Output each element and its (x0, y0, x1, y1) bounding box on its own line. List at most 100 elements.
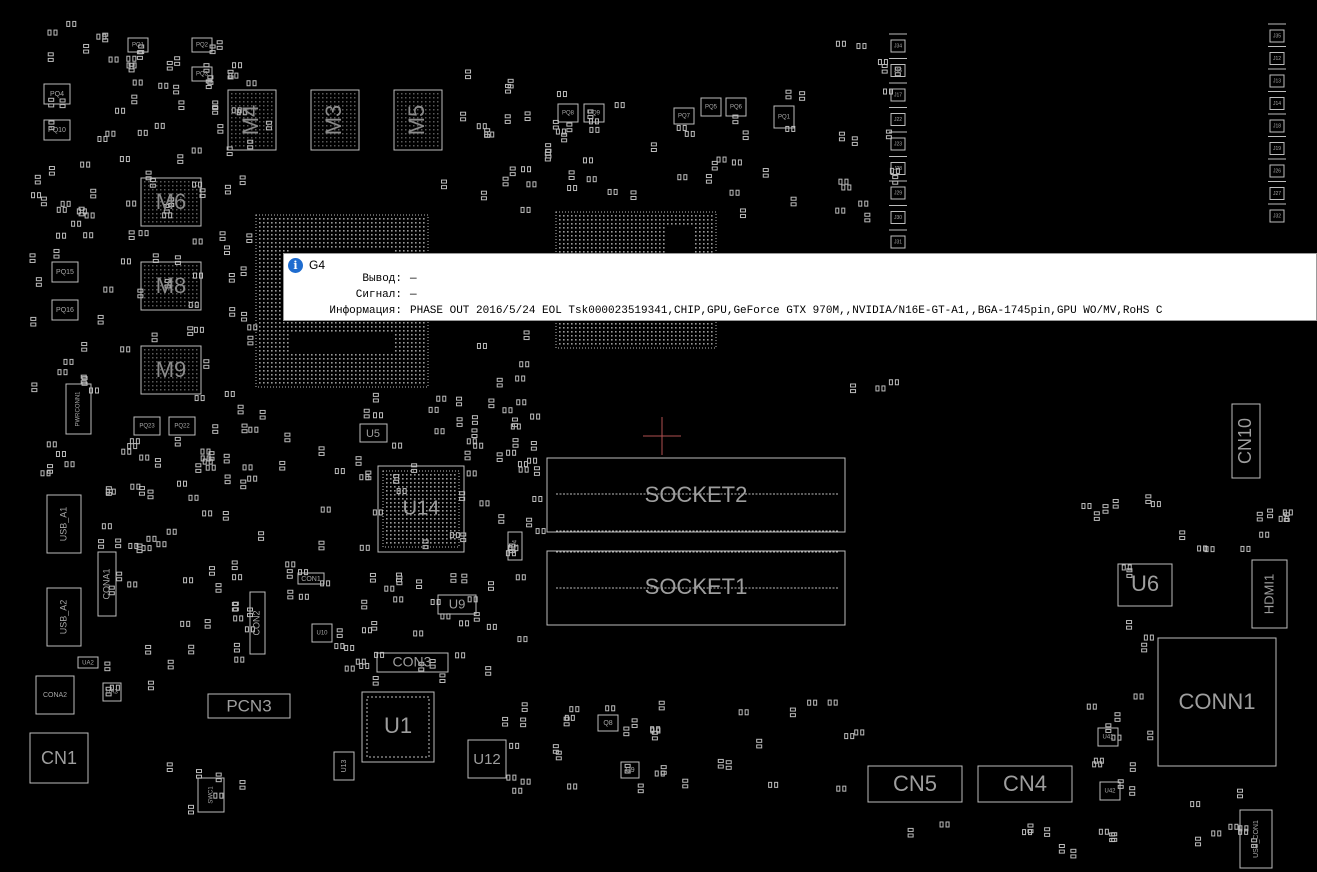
label-ua3[interactable]: UA3 (102, 682, 122, 702)
label-q8[interactable]: Q8 (597, 714, 619, 732)
connector-cn1[interactable]: CN1 (29, 732, 89, 784)
label-q9[interactable]: Q9 (620, 761, 640, 779)
pad-pq16[interactable]: PQ16 (51, 299, 79, 321)
connector-usb-a2[interactable]: USB_A2 (46, 587, 82, 647)
pad-pq15[interactable]: PQ15 (51, 261, 79, 283)
pad-pq7[interactable]: PQ7 (673, 107, 695, 125)
svg-text:CONN1: CONN1 (1178, 689, 1255, 714)
pad-pq6[interactable]: PQ6 (725, 97, 747, 117)
j-label: J17 (894, 92, 902, 98)
j-pad[interactable] (1269, 119, 1285, 133)
chip-u5[interactable]: U5 (359, 423, 388, 443)
memory-chip-m9[interactable]: M9 (140, 345, 202, 395)
j-label: J27 (1273, 191, 1281, 197)
svg-text:UA2: UA2 (82, 661, 94, 667)
tooltip-row-info: Информация:PHASE OUT 2016/5/24 EOL Tsk00… (284, 305, 1162, 317)
connector-cn10[interactable]: CN10 (1231, 403, 1261, 479)
svg-text:CONA2: CONA2 (43, 692, 67, 699)
svg-text:PQ1: PQ1 (132, 43, 145, 49)
memory-chip-m8[interactable]: M8 (140, 261, 202, 311)
connector-usb-con1[interactable]: USB_CON1 (1239, 809, 1273, 869)
pad-pq23[interactable]: PQ23 (133, 416, 161, 436)
j-pad[interactable] (1269, 52, 1285, 65)
pad-pq1-right[interactable]: PQ1 (773, 105, 795, 129)
pad-pq22[interactable]: PQ22 (168, 416, 196, 436)
svg-text:U14: U14 (403, 497, 440, 519)
chip-u12[interactable]: U12 (467, 739, 507, 779)
j-pad[interactable] (890, 186, 906, 200)
svg-text:U42: U42 (1104, 789, 1116, 795)
j-label: J35 (1273, 33, 1281, 39)
label-u10[interactable]: U10 (311, 623, 333, 643)
svg-text:CON1: CON1 (301, 576, 321, 583)
connector-pcn3[interactable]: PCN3 (207, 693, 291, 719)
pad-pq5[interactable]: PQ5 (700, 97, 722, 117)
connector-con2[interactable]: CON2 (249, 591, 266, 655)
tooltip-title-row: i G4 (288, 256, 325, 274)
label-swc1[interactable]: SWC1 (197, 777, 225, 813)
j-pad[interactable] (1269, 187, 1285, 200)
svg-text:M3: M3 (321, 105, 346, 136)
label-con1[interactable]: CON1 (297, 572, 325, 585)
svg-text:U13: U13 (341, 759, 348, 772)
j-label: J13 (1273, 78, 1281, 84)
memory-chip-m3[interactable]: M3 (310, 89, 360, 151)
j-pad[interactable] (1269, 97, 1285, 110)
pad-pq1[interactable]: PQ1 (127, 37, 149, 53)
pad-pq10[interactable]: PQ10 (43, 119, 71, 141)
memory-socket-2[interactable]: SOCKET2 (546, 457, 846, 533)
tooltip-value-pin: — (410, 273, 417, 285)
svg-text:M6: M6 (156, 189, 187, 214)
connector-hdmi1[interactable]: HDMI1 (1251, 559, 1288, 629)
label-ua2[interactable]: UA2 (77, 656, 99, 669)
memory-chip-m5[interactable]: M5 (393, 89, 443, 151)
connector-con3[interactable]: CON3 (376, 652, 449, 673)
svg-text:USB_CON1: USB_CON1 (1253, 820, 1260, 858)
label-u41[interactable]: U41 (1097, 727, 1119, 747)
chip-u6[interactable]: U6 (1117, 563, 1173, 607)
j-label: J16 (894, 68, 902, 74)
pad-pq4-right[interactable]: PQ4 (507, 531, 523, 561)
j-pad[interactable] (1269, 74, 1285, 88)
svg-text:CN4: CN4 (1003, 771, 1047, 796)
connector-cona1[interactable]: CONA1 (97, 551, 117, 617)
j-label: J26 (1273, 168, 1281, 174)
label-u42[interactable]: U42 (1099, 781, 1121, 801)
svg-text:UA3: UA3 (106, 690, 118, 696)
j-pad[interactable] (890, 64, 906, 77)
pad-pq2[interactable]: PQ2 (191, 37, 213, 53)
chip-u1[interactable]: U1 (361, 691, 435, 763)
connector-conn1[interactable]: CONN1 (1157, 637, 1277, 767)
j-pad[interactable] (890, 162, 906, 175)
memory-chip-m4[interactable]: M4 (227, 89, 277, 151)
pad-pq8[interactable]: PQ8 (557, 103, 579, 123)
connector-cn4[interactable]: CN4 (977, 765, 1073, 803)
connector-cona2[interactable]: CONA2 (35, 675, 75, 715)
memory-chip-m6[interactable]: M6 (140, 177, 202, 227)
j-pad[interactable] (890, 113, 906, 126)
j-pad[interactable] (1269, 164, 1285, 178)
j-pad[interactable] (890, 235, 906, 249)
j-pad[interactable] (1269, 209, 1285, 223)
label-u13[interactable]: U13 (333, 751, 355, 781)
j-pad[interactable] (1269, 142, 1285, 155)
svg-text:M9: M9 (156, 357, 187, 382)
j-pad[interactable] (890, 137, 906, 151)
pad-pq9[interactable]: PQ9 (583, 103, 605, 123)
pad-pq3[interactable]: PQ3 (191, 66, 213, 82)
j-pad[interactable] (890, 211, 906, 224)
chip-u14[interactable]: U14 (377, 465, 465, 553)
j-pad[interactable] (890, 88, 906, 102)
memory-socket-1[interactable]: SOCKET1 (546, 550, 846, 626)
pad-pq4[interactable]: PQ4 (43, 83, 71, 105)
connector-usb-a1[interactable]: USB_A1 (46, 494, 82, 554)
connector-pwrconn1[interactable]: PWRCONN1 (65, 383, 92, 435)
j-pad[interactable] (1269, 29, 1285, 43)
connector-cn5[interactable]: CN5 (867, 765, 963, 803)
j-label-column: J34J16J17J22J23J28J29J30J31J35J12J13J14J… (889, 23, 1286, 249)
component-info-tooltip: i G4 Вывод:— Сигнал:— Информация:PHASE O… (283, 253, 1317, 321)
svg-text:PQ6: PQ6 (730, 105, 743, 111)
j-pad[interactable] (890, 39, 906, 53)
chip-u9[interactable]: U9 (437, 594, 477, 615)
